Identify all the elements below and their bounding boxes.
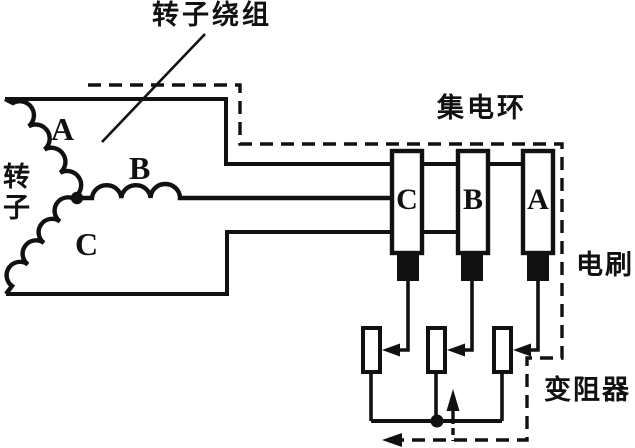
- coil-a-label: A: [51, 111, 75, 147]
- phase-a-coil: [4, 97, 84, 198]
- brush-c-wire: [399, 281, 410, 352]
- bus-junction-dot: [430, 414, 444, 428]
- slip-ring-c-label: C: [396, 183, 418, 216]
- wiper-arrow-1-icon: [382, 343, 400, 357]
- rotor-label: 转子: [0, 162, 29, 224]
- brush-c: [397, 253, 419, 281]
- slip-ring-label: 集电环: [437, 93, 527, 123]
- phase-c-lead-wire: [6, 230, 460, 296]
- brush-a-wire: [530, 281, 540, 352]
- phase-b-coil: [80, 181, 394, 201]
- coil-b-label: B: [129, 150, 151, 186]
- brush-a: [527, 253, 549, 281]
- slip-ring-b-label: B: [462, 183, 483, 216]
- slip-ring-a: [520, 148, 556, 256]
- rheostat-2: [426, 326, 447, 374]
- wiper-arrow-2-icon: [447, 343, 465, 357]
- slip-ring-a-label: A: [527, 183, 549, 216]
- brush-label: 电刷: [576, 250, 634, 280]
- coil-c-label: C: [75, 226, 99, 262]
- rheostat-1: [361, 326, 382, 374]
- rotor-winding-label: 转子绕组: [152, 0, 272, 30]
- phase-c-coil: [4, 195, 78, 296]
- dashed-boundary-line: [88, 83, 564, 442]
- slip-ring-c: [389, 148, 425, 256]
- dashed-left-arrow-icon: [382, 433, 402, 447]
- wiper-arrow-3-icon: [513, 343, 531, 357]
- rheostat-3: [492, 326, 513, 374]
- phase-a-lead-wire: [5, 97, 524, 166]
- star-junction-dot: [70, 191, 84, 205]
- brush-b: [461, 253, 483, 281]
- brush-b-wire: [464, 281, 474, 352]
- up-arrow-icon: [446, 389, 460, 411]
- rheostat-label: 变阻器: [544, 375, 631, 405]
- label-pointer-line: [101, 33, 206, 143]
